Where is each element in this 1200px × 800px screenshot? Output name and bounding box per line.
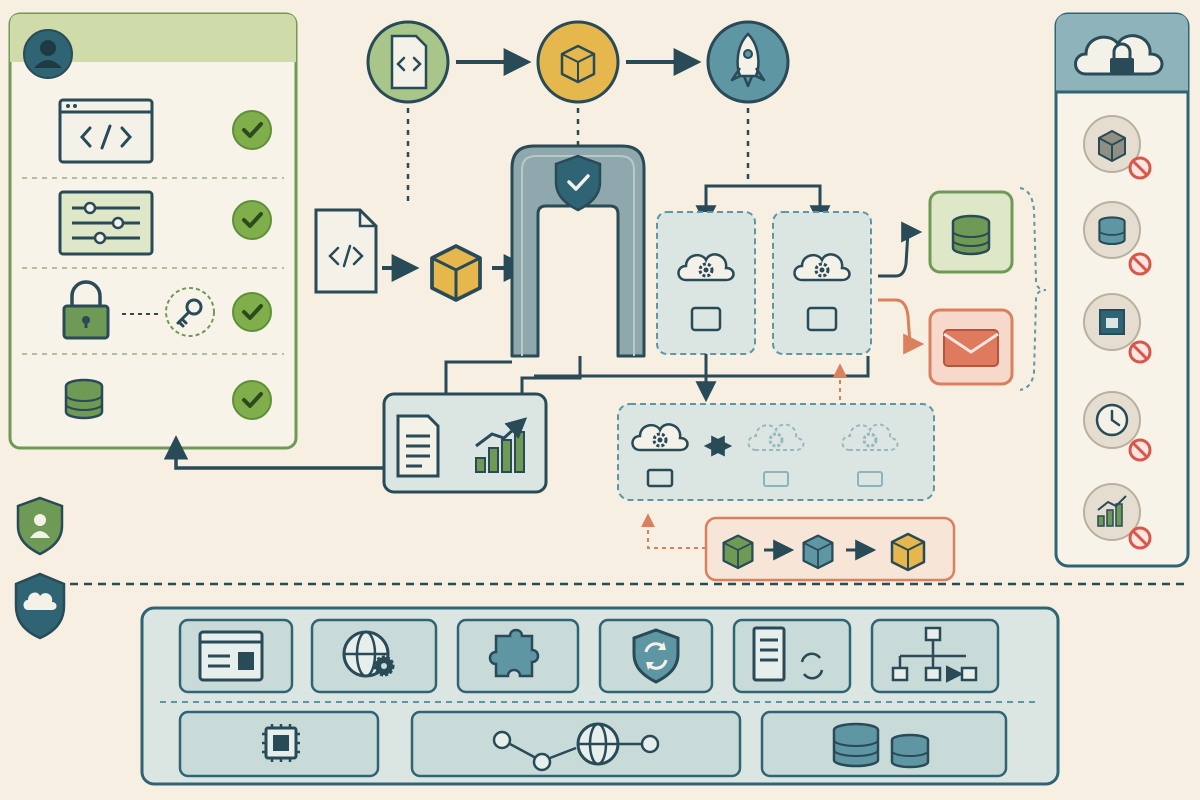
service-org-chart[interactable] — [870, 618, 1000, 694]
policy-item-chart[interactable] — [1083, 483, 1152, 550]
document-icon — [396, 414, 440, 478]
deploy-target-cloud-2[interactable] — [772, 211, 872, 355]
service-network-globe[interactable] — [410, 710, 742, 778]
user-shield-icon — [16, 496, 64, 556]
service-puzzle[interactable] — [456, 618, 580, 694]
check-badge-icon — [231, 291, 273, 333]
scaling-cluster[interactable] — [617, 403, 935, 501]
cloud-lock-icon — [1074, 34, 1164, 76]
settings-sliders-icon — [58, 190, 154, 256]
policy-item-cube[interactable] — [1083, 115, 1152, 180]
developer-checklist-panel — [8, 12, 298, 450]
service-server-sync[interactable] — [732, 618, 852, 694]
stage-source-code[interactable] — [366, 20, 450, 104]
policy-item-database[interactable] — [1083, 201, 1152, 276]
service-globe-gear[interactable] — [310, 618, 438, 694]
check-badge-icon — [231, 379, 273, 421]
code-window-icon — [58, 98, 154, 164]
package-box-icon — [430, 244, 482, 302]
key-icon — [165, 287, 215, 337]
cloud-shield-icon — [14, 572, 66, 640]
database-icon — [64, 378, 104, 420]
stage-package[interactable] — [536, 20, 620, 104]
shield-check-icon — [554, 154, 602, 212]
source-file-icon — [314, 208, 378, 294]
output-mail-alert[interactable] — [928, 308, 1014, 386]
policy-restrictions-panel — [1054, 12, 1190, 568]
reports-panel[interactable] — [382, 392, 548, 494]
deploy-target-cloud-1[interactable] — [656, 211, 756, 355]
service-shield-sync[interactable] — [598, 618, 714, 694]
security-gate — [510, 144, 646, 358]
policy-item-network-port[interactable] — [1083, 293, 1152, 364]
output-database-success[interactable] — [928, 190, 1014, 274]
user-avatar-icon[interactable] — [23, 29, 73, 79]
service-database-stack[interactable] — [760, 710, 1008, 778]
check-badge-icon — [231, 109, 273, 151]
service-browser-window[interactable] — [178, 618, 294, 694]
stage-deploy-rocket[interactable] — [706, 20, 790, 104]
policy-item-clock[interactable] — [1083, 391, 1152, 462]
check-badge-icon — [231, 199, 273, 241]
bar-chart-growth-icon — [475, 417, 528, 473]
service-cpu-chip[interactable] — [178, 710, 380, 778]
artifact-versions[interactable] — [704, 516, 956, 582]
padlock-icon — [62, 280, 110, 340]
